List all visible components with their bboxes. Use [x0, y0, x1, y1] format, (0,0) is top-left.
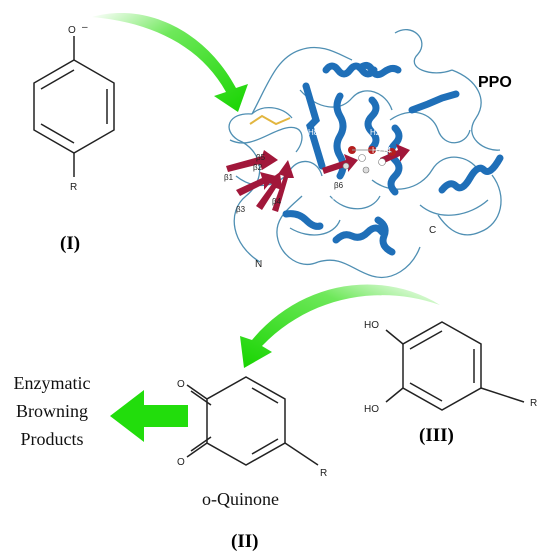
- c-terminus-label: C: [429, 225, 436, 236]
- strand-label-b4: β4: [272, 197, 282, 206]
- catechol-r-label: R: [530, 398, 537, 409]
- catechol-oh-lower-label: HO: [364, 404, 379, 415]
- residue-label-h240: H240: [372, 169, 392, 178]
- strand-label-b3: β3: [236, 205, 246, 214]
- residue-label-h88: H88: [308, 128, 323, 137]
- strand-label-b5: β5: [256, 153, 266, 162]
- residue-label-h109: H109: [332, 193, 352, 202]
- browning-line-1: Enzymatic: [14, 373, 91, 393]
- browning-line-2: Browning: [16, 401, 88, 421]
- compound-1-label: (I): [60, 233, 80, 254]
- residue-label-c92: C92: [296, 151, 311, 160]
- strand-label-b1: β1: [224, 173, 234, 182]
- quinone-oxygen-upper-label: O: [177, 379, 185, 390]
- enzyme-label: PPO: [478, 74, 512, 91]
- oxidation-arrow: [240, 284, 440, 368]
- quinone-structure: O O R: [177, 376, 327, 479]
- residue-label-h274: H274: [372, 146, 392, 155]
- phenolate-r-label: R: [70, 182, 77, 193]
- strand-label-b2: β2: [253, 163, 263, 172]
- quinone-r-label: R: [320, 468, 327, 479]
- quinone-oxygen-lower-label: O: [177, 457, 185, 468]
- quinone-name-label: o-Quinone: [202, 489, 279, 509]
- ppo-protein-ribbon: H88 H244 C92 H274 H240 H109 β1 β2 β3 β4 …: [224, 28, 504, 278]
- compound-2-label: (II): [231, 531, 258, 552]
- catechol-oh-upper-label: HO: [364, 320, 379, 331]
- browning-arrow: [110, 390, 188, 442]
- catechol-structure: HO HO R: [364, 320, 537, 415]
- residue-label-h244: H244: [370, 128, 390, 137]
- n-terminus-label: N: [255, 259, 262, 270]
- phenolate-oxygen-label: O: [68, 25, 76, 36]
- strand-label-b6: β6: [334, 181, 344, 190]
- phenolate-charge-label: –: [82, 22, 88, 33]
- substrate-binding-arrow: [92, 13, 248, 112]
- compound-3-label: (III): [419, 425, 454, 446]
- browning-line-3: Products: [21, 429, 84, 449]
- browning-products-label: Enzymatic Browning Products: [14, 373, 91, 449]
- active-site-cluster: [342, 146, 396, 174]
- phenolate-structure: O – R: [33, 22, 115, 193]
